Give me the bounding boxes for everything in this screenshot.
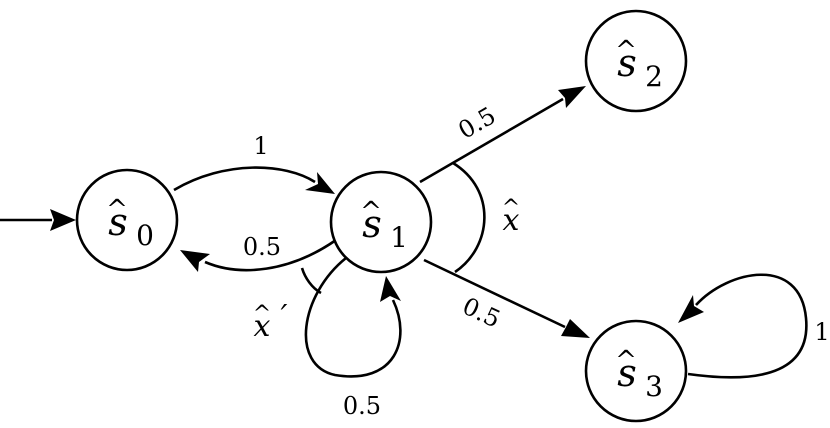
- action-x-hat-prime-symbol: x: [254, 309, 271, 344]
- action-label-x-hat-prime: ^ x ′: [253, 299, 288, 344]
- state-s3-symbol: s: [617, 351, 637, 395]
- state-s1-hat: ^: [360, 197, 382, 227]
- initial-state-arrow: [0, 209, 76, 231]
- action-x-hat-hat: ^: [502, 196, 520, 221]
- state-node-s0: ^ s 0: [75, 168, 179, 272]
- edge-s1-to-s0: [180, 238, 337, 272]
- edge-label-s3-self-loop: 1: [814, 318, 829, 346]
- edge-label-s1-to-s3: 0.5: [458, 292, 504, 334]
- state-s2-subscript: 2: [645, 60, 663, 93]
- edge-label-s0-to-s1: 1: [253, 132, 268, 160]
- action-label-x-hat: ^ x: [502, 196, 520, 238]
- state-node-s2: ^ s 2: [584, 9, 688, 113]
- state-s3-hat: ^: [615, 346, 637, 376]
- state-s0-subscript: 0: [136, 219, 154, 252]
- state-s2-symbol: s: [617, 41, 637, 85]
- state-s3-subscript: 3: [645, 370, 663, 403]
- state-s0-symbol: s: [108, 200, 128, 244]
- edge-label-s1-to-s0: 0.5: [243, 233, 281, 261]
- edge-s1-to-s3: [423, 258, 590, 338]
- state-node-s1: ^ s 1: [329, 170, 433, 274]
- edge-s1-self-loop: [304, 256, 402, 378]
- state-s1-symbol: s: [362, 202, 382, 246]
- state-s1-subscript: 1: [390, 221, 408, 254]
- action-x-hat-prime-hat: ^: [253, 302, 271, 327]
- edge-s1-to-s2: [419, 86, 586, 184]
- state-node-s3: ^ s 3: [584, 319, 688, 423]
- state-s0-hat: ^: [106, 195, 128, 225]
- state-s2-hat: ^: [615, 36, 637, 66]
- edge-s0-to-s1: [173, 166, 335, 194]
- edge-s3-self-loop: [678, 273, 808, 379]
- edge-label-s1-self-loop: 0.5: [343, 392, 381, 420]
- action-arc-x-hat-prime: [300, 267, 322, 295]
- action-x-hat-symbol: x: [503, 203, 520, 238]
- action-arc-x-hat: [452, 161, 486, 274]
- action-x-hat-prime-mark: ′: [281, 299, 288, 334]
